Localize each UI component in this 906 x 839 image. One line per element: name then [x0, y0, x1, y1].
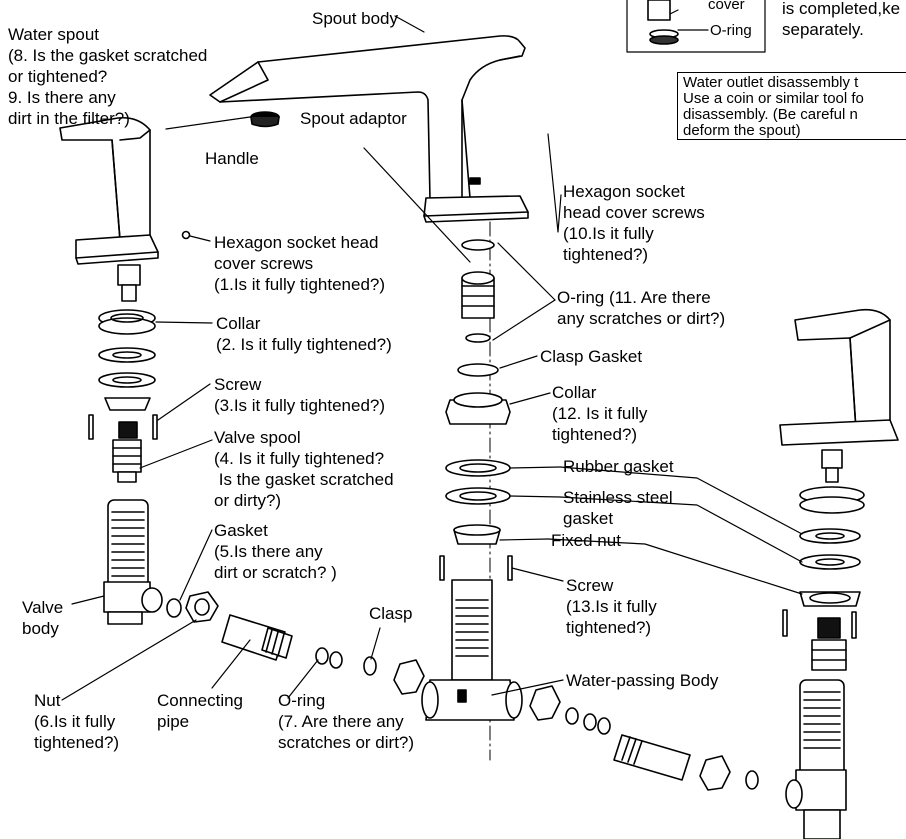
- right-nut: [699, 755, 731, 791]
- right-valve-body: [785, 679, 847, 839]
- label-clasp: Clasp: [369, 604, 413, 623]
- center-adaptor: [461, 239, 495, 343]
- label-collar-12: Collar (12. Is it fully tightened?): [552, 383, 648, 444]
- left-valve-spool: [112, 421, 142, 483]
- label-stainless-gasket: Stainless steel gasket: [563, 488, 673, 528]
- label-clasp-gasket: Clasp Gasket: [540, 347, 643, 366]
- label-water-passing-body: Water-passing Body: [566, 671, 719, 690]
- right-gaskets: [799, 528, 861, 570]
- label-o-ring-small: O-ring: [710, 22, 752, 39]
- label-screw-3: Screw (3.Is it fully tightened?): [214, 375, 386, 415]
- right-collar: [799, 486, 865, 514]
- left-nut: [185, 591, 219, 623]
- label-spout-body: Spout body: [312, 9, 399, 28]
- right-gasket: [745, 770, 759, 790]
- label-screw-13: Screw (13.Is it fully tightened?): [566, 576, 657, 637]
- left-screw-b: [152, 414, 158, 440]
- right-valve-spool: [811, 617, 847, 671]
- left-screw-a: [88, 414, 94, 440]
- note-right-fragment: is completed,ke separately.: [782, 0, 901, 39]
- left-collar: [98, 309, 156, 335]
- left-gaskets: [98, 347, 156, 388]
- center-screw-a: [439, 555, 445, 581]
- label-nut-6: Nut (6.Is it fully tightened?): [34, 691, 120, 752]
- center-left-nut: [393, 659, 425, 695]
- spout-body: [209, 35, 529, 223]
- label-o-ring-11: O-ring (11. Are there any scratches or d…: [557, 288, 726, 328]
- center-gaskets: [445, 459, 511, 505]
- label-valve-body: Valve body: [22, 598, 64, 638]
- cover-o-ring-inset: [626, 0, 766, 53]
- label-hex-screws-left: Hexagon socket head cover screws (1.Is i…: [214, 233, 386, 294]
- label-valve-spool: Valve spool (4. Is it fully tightened? I…: [214, 428, 394, 510]
- water-passing-body-part: [421, 579, 523, 721]
- water-outlet-note-box: Water outlet disassembly t Use a coin or…: [677, 72, 906, 140]
- right-fixed-nut: [799, 591, 861, 607]
- left-valve-body: [103, 499, 163, 625]
- label-cover: cover: [708, 0, 745, 13]
- label-collar-2: Collar (2. Is it fully tightened?): [216, 314, 392, 354]
- label-fixed-nut: Fixed nut: [551, 531, 621, 550]
- right-o-rings: [565, 707, 611, 735]
- label-rubber-gasket: Rubber gasket: [563, 457, 674, 476]
- left-gasket-5: [166, 598, 182, 618]
- left-o-rings: [315, 647, 343, 669]
- label-hex-screws-right: Hexagon socket head cover screws (10.Is …: [563, 182, 705, 264]
- left-connecting-pipe: [221, 614, 293, 661]
- label-gasket-5: Gasket (5.Is there any dirt or scratch? …: [214, 521, 337, 582]
- left-fixed-nut: [104, 397, 151, 411]
- center-collar: [445, 392, 511, 425]
- right-screw-a: [782, 609, 788, 637]
- left-handle: [59, 116, 159, 302]
- center-right-nut: [529, 685, 561, 721]
- leader-lines: [61, 9, 803, 701]
- clasp-ring: [363, 656, 377, 676]
- label-spout-adaptor: Spout adaptor: [300, 109, 407, 128]
- right-handle: [779, 308, 899, 483]
- right-connecting-pipe: [613, 734, 691, 781]
- label-connecting-pipe: Connecting pipe: [157, 691, 244, 731]
- label-water-spout: Water spout (8. Is the gasket scratched …: [8, 25, 208, 128]
- clasp-gasket-ring: [457, 363, 499, 377]
- left-hex-screw: [181, 230, 191, 240]
- right-screw-b: [851, 611, 857, 639]
- label-o-ring-7: O-ring (7. Are there any scratches or di…: [278, 691, 415, 752]
- label-handle: Handle: [205, 149, 259, 168]
